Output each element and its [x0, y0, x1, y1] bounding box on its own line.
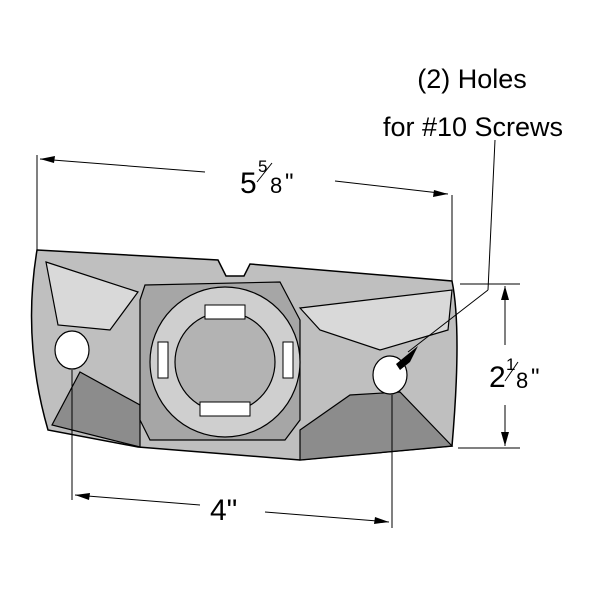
callout-leader-line	[487, 139, 496, 291]
hole-spacing-dimension: 4"	[71, 370, 393, 528]
callout-label-line-2: for #10 Screws	[382, 112, 564, 142]
hole-spacing-arrow-left	[75, 493, 90, 500]
socket-slot-right	[282, 341, 294, 379]
width-unit: "	[285, 169, 294, 196]
left-lower-ramp	[51, 371, 141, 448]
width-dimension-line-right	[334, 180, 449, 195]
width-arrow-right	[433, 190, 448, 197]
socket-slot-bottom	[199, 401, 251, 417]
bracket-body	[30, 249, 458, 461]
left-ramp	[45, 261, 139, 331]
height-whole: 2	[489, 361, 506, 394]
height-arrow-top	[501, 286, 509, 300]
width-dimension-line-left	[39, 158, 206, 173]
width-whole: 5	[240, 167, 257, 200]
callout-leader-diagonal	[407, 289, 489, 353]
hole-spacing-label: 4"	[210, 494, 237, 527]
right-lower-ramp	[299, 391, 454, 461]
right-ramp	[298, 289, 453, 351]
width-denominator: 8	[270, 173, 282, 198]
height-arrow-bottom	[501, 432, 509, 446]
width-arrow-left	[40, 156, 55, 163]
height-dimension: 2 1 8 "	[458, 283, 540, 449]
height-denominator: 8	[516, 368, 528, 393]
height-numerator: 1	[506, 355, 515, 374]
callout-leader	[396, 139, 496, 370]
width-numerator: 5	[258, 157, 267, 176]
hole-spacing-line-right	[264, 511, 390, 523]
left-screw-hole	[54, 330, 90, 370]
height-fraction-bar	[504, 361, 519, 382]
center-socket	[174, 311, 276, 413]
hole-spacing-arrow-right	[374, 517, 389, 524]
socket-slot-top	[204, 304, 246, 320]
hole-spacing-line-left	[74, 494, 201, 506]
width-fraction-bar	[256, 162, 273, 183]
callout-arrow-head	[396, 346, 418, 370]
socket-slot-left	[157, 341, 169, 379]
callout-label-line-1: (2) Holes	[417, 64, 527, 94]
height-unit: "	[531, 364, 540, 391]
width-dimension: 5 5 8 "	[36, 155, 453, 281]
